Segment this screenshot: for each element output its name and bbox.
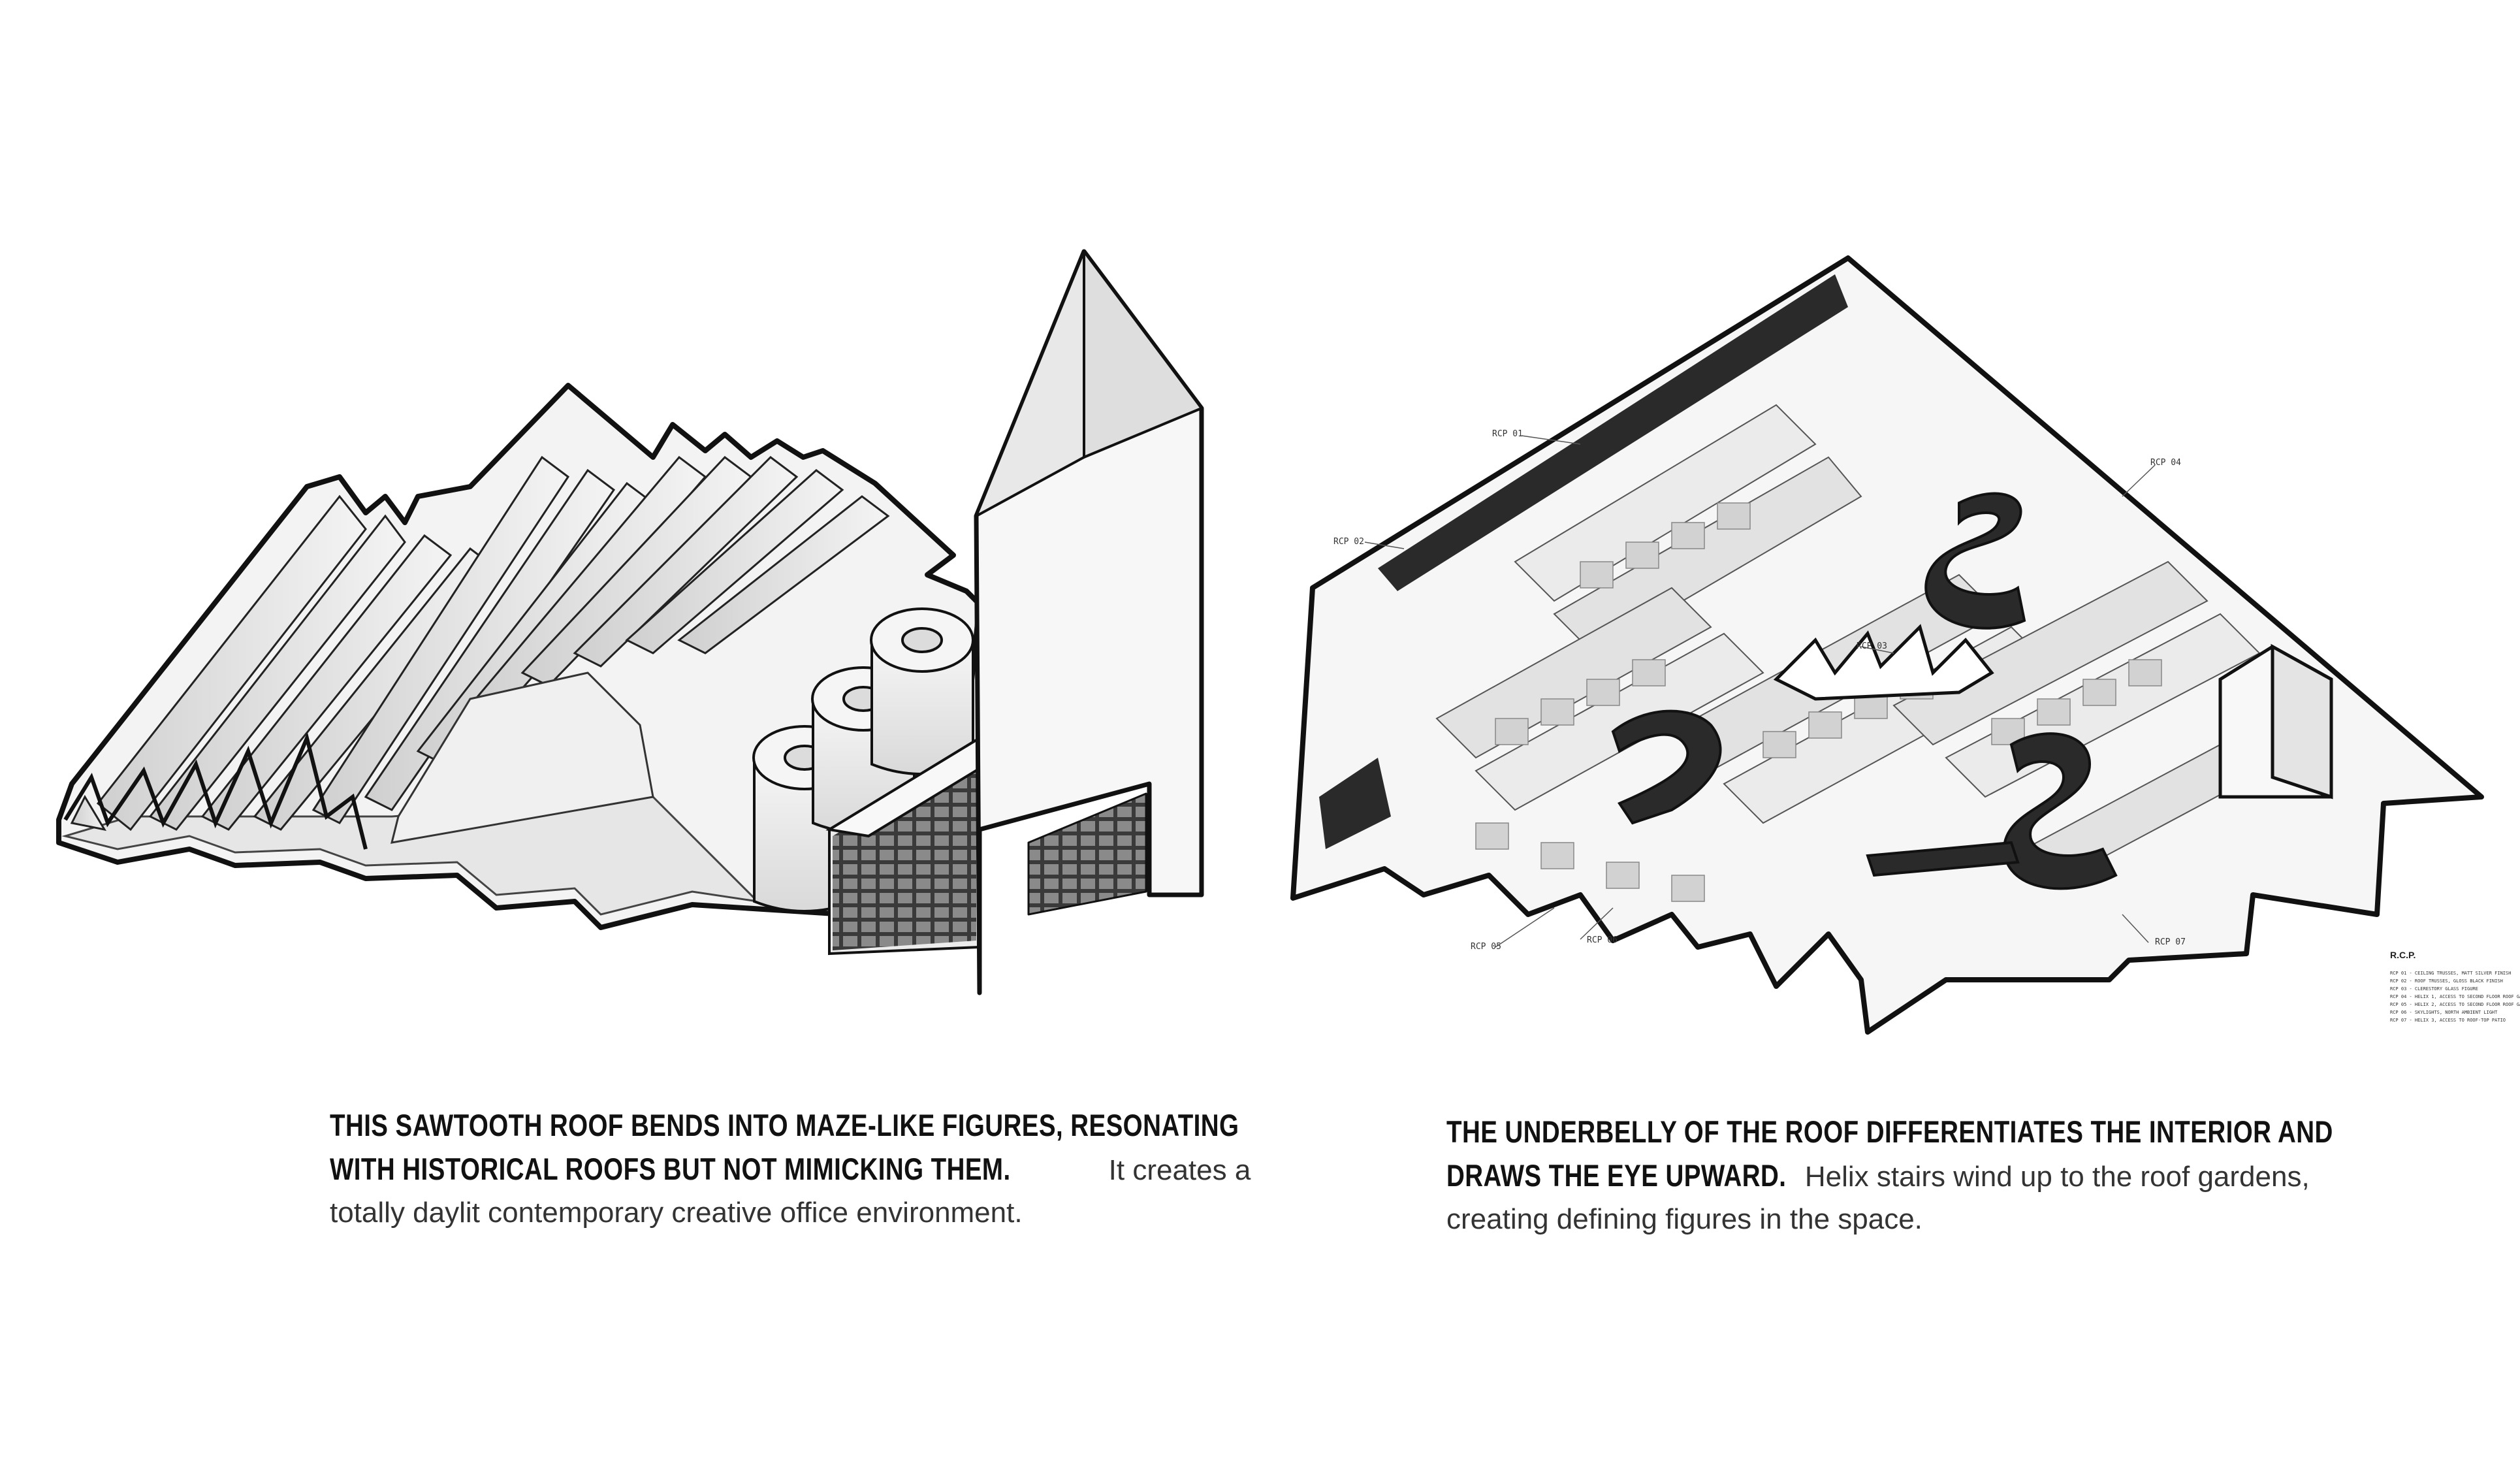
helix-stair-1 xyxy=(1924,492,2026,630)
legend-row: RCP 07 - HELIX 3, ACCESS TO ROOF-TOP PAT… xyxy=(2390,1018,2506,1023)
rcp-legend: R.C.P. RCP 01 - CEILING TRUSSES, MATT SI… xyxy=(2390,950,2520,1023)
legend-row: RCP 02 - ROOF TRUSSES, GLOSS BLACK FINIS… xyxy=(2390,978,2503,984)
courtyard xyxy=(390,671,654,844)
legend-row: RCP 04 - HELIX 1, ACCESS TO SECOND FLOOR… xyxy=(2390,994,2520,999)
tag-rcp-02: RCP 02 xyxy=(1333,537,1364,547)
tag-rcp-04: RCP 04 xyxy=(2150,458,2181,468)
right-caption-lead-2: DRAWS THE EYE UPWARD. xyxy=(1446,1158,1787,1193)
tag-rcp-07: RCP 07 xyxy=(2155,937,2186,947)
helix-stair-2 xyxy=(1611,709,1722,825)
sawtooth-edge xyxy=(63,732,368,850)
legend-row: RCP 06 - SKYLIGHTS, NORTH AMBIENT LIGHT xyxy=(2390,1010,2498,1015)
legend-title: R.C.P. xyxy=(2390,950,2416,960)
legend-row: RCP 01 - CEILING TRUSSES, MATT SILVER FI… xyxy=(2390,971,2511,976)
clerestory-opening xyxy=(1773,624,1994,701)
coffer-grid xyxy=(1435,404,2261,883)
right-caption-body-2: creating defining figures in the space. xyxy=(1446,1203,1922,1235)
office-block xyxy=(825,735,1023,956)
helix-stairs xyxy=(1611,492,2118,890)
tag-rcp-05: RCP 05 xyxy=(1471,942,1501,952)
right-caption: THE UNDERBELLY OF THE ROOF DIFFERENTIATE… xyxy=(1446,1110,2361,1240)
left-caption-body-2: totally daylit contemporary creative off… xyxy=(330,1197,1023,1229)
stair-box xyxy=(2218,643,2333,799)
tower xyxy=(974,249,1204,995)
legend-row: RCP 05 - HELIX 2, ACCESS TO SECOND FLOOR… xyxy=(2390,1002,2520,1007)
dark-fascia-left xyxy=(1319,758,1391,849)
legend-row: RCP 03 - CLERESTORY GLASS FIGURE xyxy=(2390,986,2478,992)
dark-fascia-top xyxy=(1378,274,1848,591)
left-caption: THIS SAWTOOTH ROOF BENDS INTO MAZE-LIKE … xyxy=(330,1104,1251,1234)
left-caption-lead-1: THIS SAWTOOTH ROOF BENDS INTO MAZE-LIKE … xyxy=(330,1108,1239,1142)
left-caption-body-1: It creates a xyxy=(1100,1154,1251,1186)
helix-stair-3 xyxy=(2003,732,2118,890)
leader-lines xyxy=(1364,435,2156,948)
tag-rcp-06: RCP 06 xyxy=(1587,935,1618,945)
tag-rcp-03: RCP 03 xyxy=(1857,641,1887,651)
right-caption-lead-1: THE UNDERBELLY OF THE ROOF DIFFERENTIATE… xyxy=(1446,1114,2333,1149)
right-caption-body-1: Helix stairs wind up to the roof gardens… xyxy=(1796,1161,2310,1193)
roof-underbelly-axonometric xyxy=(1290,255,2484,1035)
helix-landing xyxy=(1866,841,2020,877)
tag-rcp-01: RCP 01 xyxy=(1492,429,1523,439)
left-caption-lead-2: WITH HISTORICAL ROOFS BUT NOT MIMICKING … xyxy=(330,1152,1011,1186)
sawtooth-roof-axonometric xyxy=(56,249,1204,995)
